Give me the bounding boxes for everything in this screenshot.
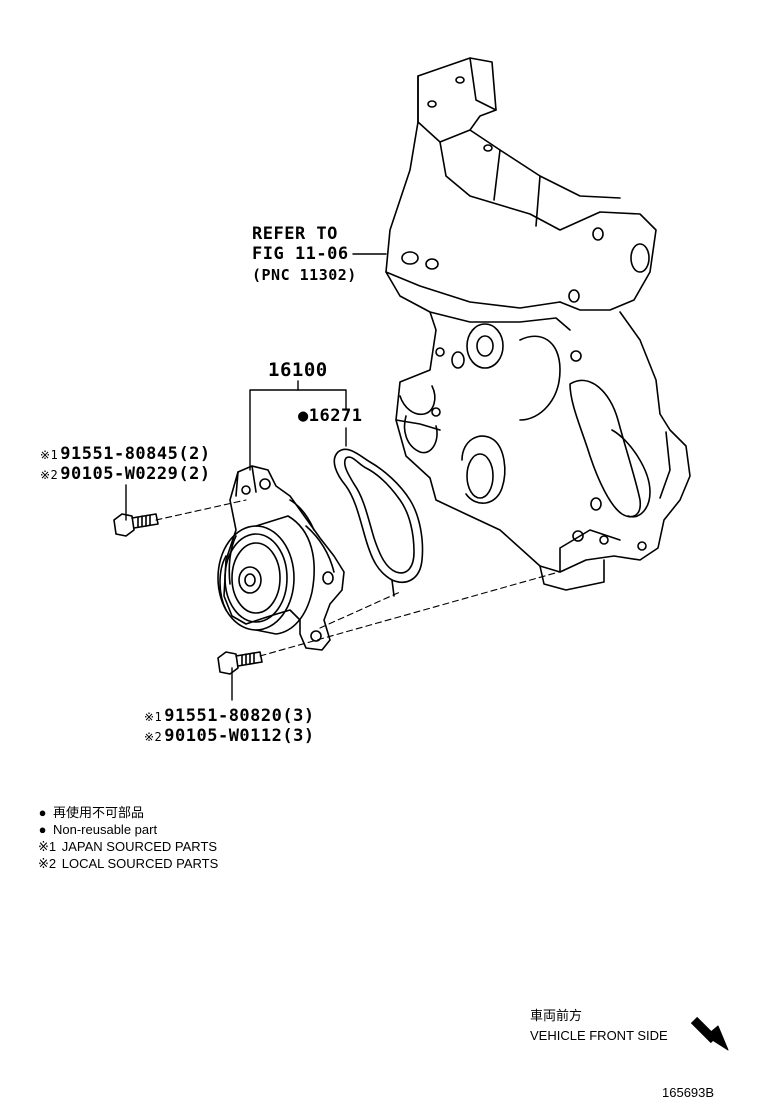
legend-item-non-reusable-en: ● Non-reusable part <box>38 821 158 838</box>
legend-text: Non-reusable part <box>53 822 158 837</box>
gasket-part-number: 16271 <box>308 406 363 426</box>
japan-source-mark: ※1 <box>40 448 59 462</box>
diagram-id: 165693B <box>662 1085 715 1100</box>
refer-label-line2: FIG 11-06 <box>252 244 349 264</box>
legend-text: JAPAN SOURCED PARTS <box>61 839 218 854</box>
assembly-bracket-left <box>249 380 299 471</box>
arrow-down-right-icon <box>690 1016 729 1051</box>
direction-label-jp: 車両前方 <box>530 1008 583 1023</box>
gasket-illustration <box>333 448 424 597</box>
refer-label-line1: REFER TO <box>252 224 338 244</box>
assembly-bracket-right <box>297 389 347 411</box>
japan-source-mark: ※1 <box>144 710 163 724</box>
timing-chain-cover-illustration <box>385 57 691 591</box>
upper-bolt-alignment-line <box>155 499 247 521</box>
local-source-mark: ※2 <box>144 730 163 744</box>
refer-label-line3: (PNC 11302) <box>252 266 357 284</box>
local-source-mark: ※2 <box>38 856 57 871</box>
lower-bolt-number-1: 91551-80820(3) <box>164 706 315 726</box>
upper-bolt-number-2: 90105-W0229(2) <box>60 464 211 484</box>
legend-item-non-reusable-jp: ● 再使用不可部品 <box>38 804 144 821</box>
bullet-dot-icon: ● <box>38 805 47 820</box>
direction-label-en: VEHICLE FRONT SIDE <box>530 1028 668 1043</box>
water-pump-illustration <box>217 465 345 651</box>
assembly-part-number: 16100 <box>268 359 328 381</box>
lower-bolt-alignment-line <box>259 569 567 657</box>
legend-text: LOCAL SOURCED PARTS <box>61 856 219 871</box>
gasket-part-label: ●16271 <box>298 406 362 426</box>
lower-bolt-number-2: 90105-W0112(3) <box>164 726 315 746</box>
upper-bolt-illustration <box>113 513 159 537</box>
gasket-alignment-line <box>319 591 401 629</box>
legend-text: 再使用不可部品 <box>53 805 145 820</box>
upper-bolt-number-1: 91551-80845(2) <box>60 444 211 464</box>
legend-item-japan-sourced: ※1 JAPAN SOURCED PARTS <box>38 838 217 855</box>
bullet-dot-icon: ● <box>38 822 47 837</box>
lower-bolt-illustration <box>217 651 263 675</box>
local-source-mark: ※2 <box>40 468 59 482</box>
non-reusable-dot-icon: ● <box>298 406 309 426</box>
legend-item-local-sourced: ※2 LOCAL SOURCED PARTS <box>38 855 218 872</box>
japan-source-mark: ※1 <box>38 839 57 854</box>
